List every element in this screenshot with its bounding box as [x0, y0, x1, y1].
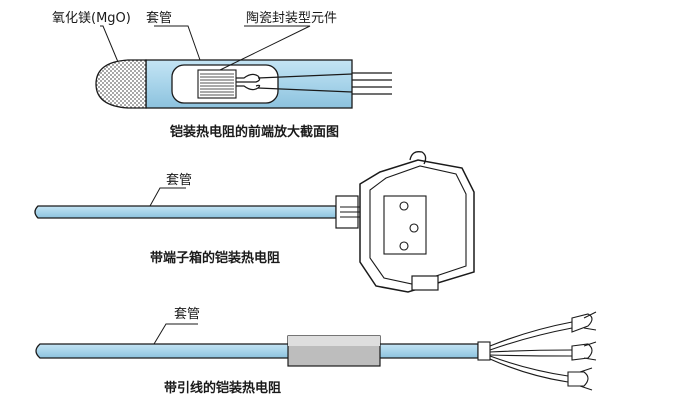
- junction-lid: [369, 165, 467, 285]
- terminal-screw-3: [399, 241, 409, 251]
- section-leaders: [100, 25, 311, 71]
- caption-junction-box: 带端子箱的铠装热电阻: [150, 250, 280, 266]
- lead-wire-figure: 套管 带引线的铠装热电阻: [35, 306, 597, 396]
- sleeve-highlight: [288, 336, 380, 346]
- spade-terminal-2: [571, 341, 597, 361]
- internal-leads: [236, 73, 353, 93]
- lw-end-cap: [477, 341, 491, 361]
- section-figure: 氧化镁(MgO) 套管 陶瓷封装型元件 铠装热电阻的前端放大截面图: [52, 10, 392, 140]
- terminal-screw-1: [399, 201, 409, 211]
- mgo-tip: [95, 59, 147, 109]
- terminal-screw-2: [409, 223, 419, 233]
- section-wires: [352, 72, 392, 95]
- lw-sheath: [35, 343, 479, 359]
- ceramic-element: [197, 69, 237, 99]
- spade-terminal-1: [571, 311, 597, 333]
- jb-sheath: [34, 205, 337, 219]
- caption-lead-wire: 带引线的铠装热电阻: [164, 380, 281, 396]
- junction-box-figure: 套管 带端子箱的铠装热电阻: [34, 151, 475, 293]
- spade-terminal-3: [567, 367, 593, 391]
- label-sheath-2: 套管: [166, 172, 192, 188]
- label-sheath-3: 套管: [174, 306, 200, 322]
- jb-leader: [149, 187, 186, 207]
- lw-leader: [153, 323, 198, 345]
- label-mgo: 氧化镁(MgO): [52, 11, 131, 26]
- cable-gland: [411, 275, 439, 291]
- lead-wires: [489, 321, 573, 383]
- label-ceramic: 陶瓷封装型元件: [246, 10, 337, 26]
- caption-section: 铠装热电阻的前端放大截面图: [170, 124, 339, 140]
- lid-hinge: [409, 151, 427, 165]
- label-sheath-1: 套管: [146, 10, 172, 26]
- ceramic-coil: [200, 73, 234, 96]
